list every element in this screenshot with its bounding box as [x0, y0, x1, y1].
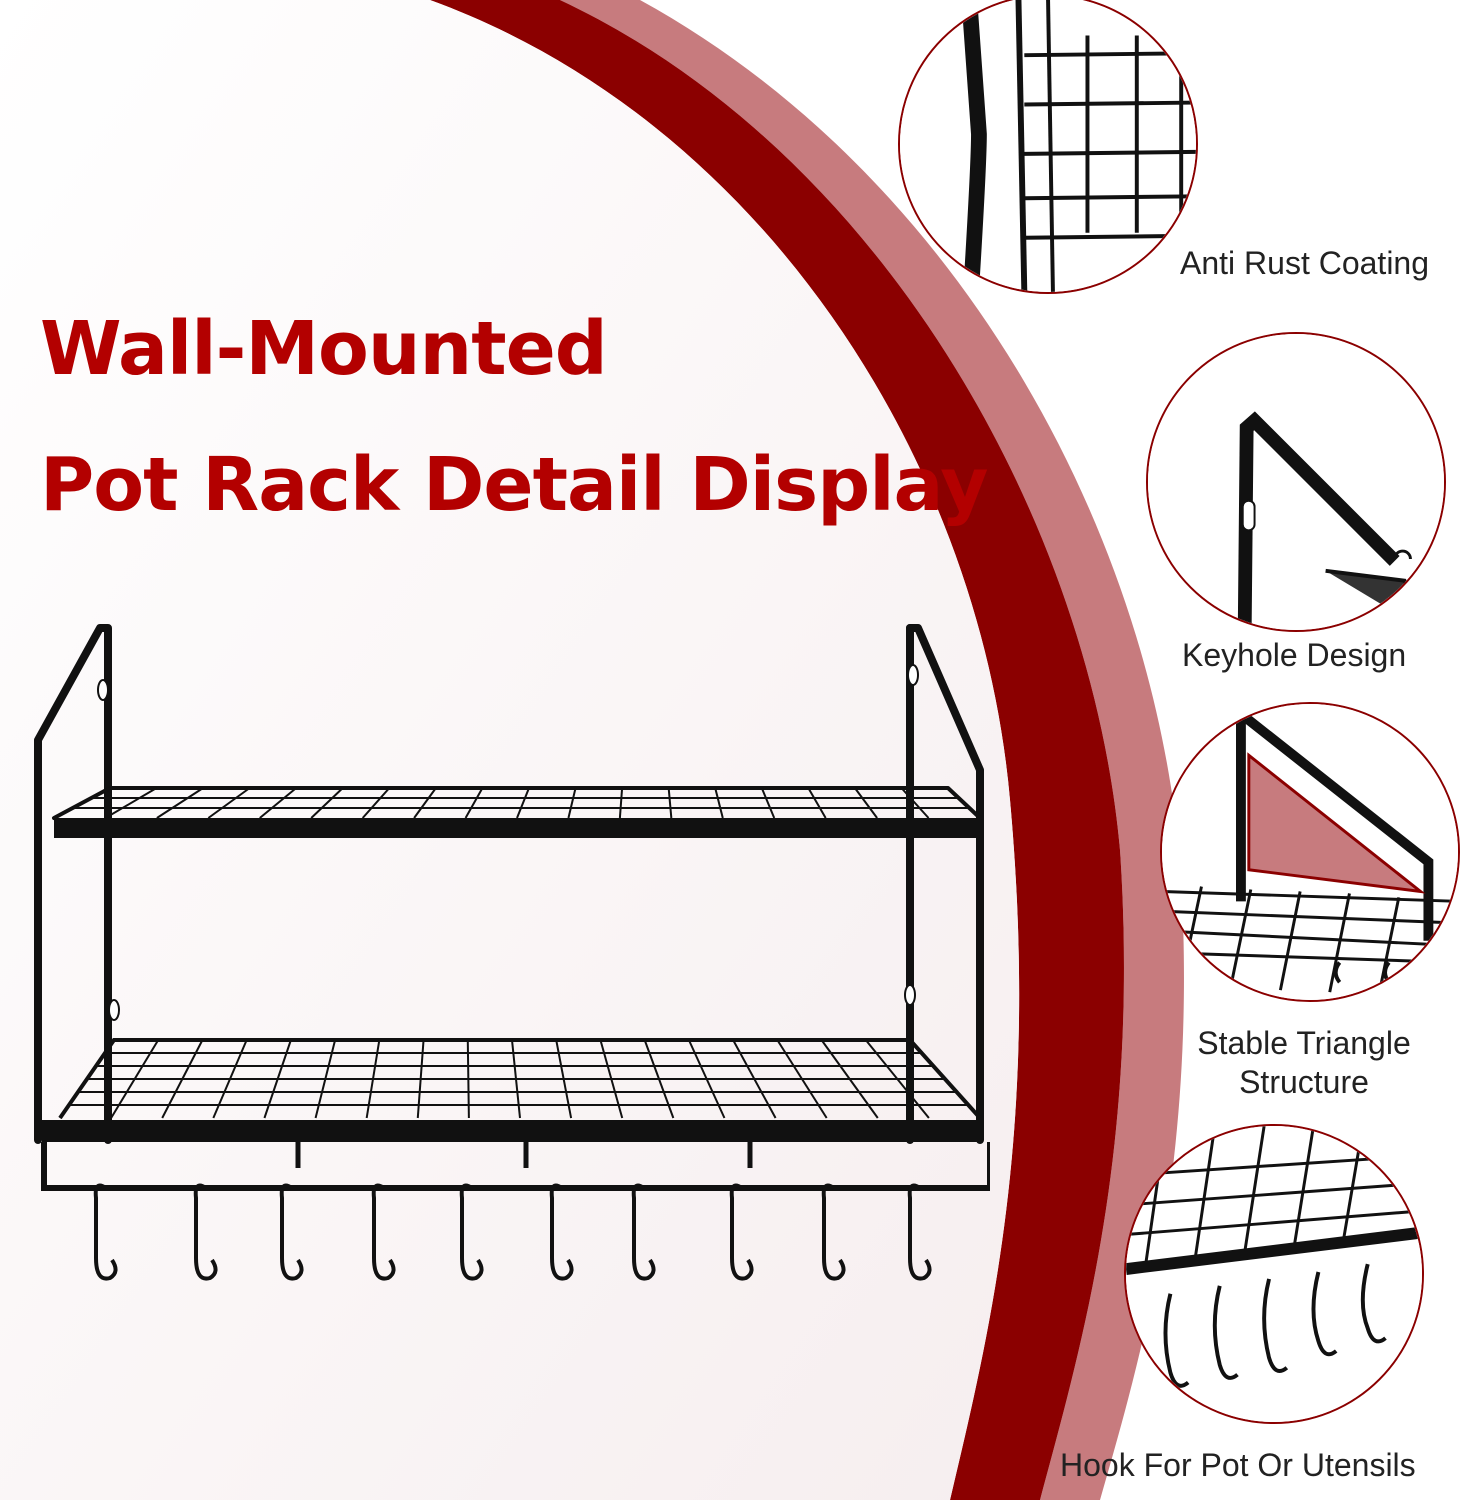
bottom-shelf	[41, 1038, 990, 1191]
feature-label-hooks: Hook For Pot Or Utensils	[1060, 1447, 1416, 1483]
s-hook	[279, 1183, 304, 1281]
top-grid-wire	[53, 787, 111, 819]
top-grid-wire	[464, 787, 484, 819]
feature-circle-triangle	[1160, 702, 1460, 1002]
top-grid-wire	[413, 787, 437, 819]
top-shelf-grid	[53, 787, 981, 819]
s-hooks-row	[93, 1183, 932, 1281]
headline-line-1: Wall-Mounted	[40, 306, 608, 392]
s-hook	[549, 1183, 574, 1281]
s-hooks-detail-icon	[1126, 1126, 1422, 1422]
top-grid-wire	[807, 787, 827, 819]
feature-circle-hooks	[1124, 1124, 1424, 1424]
feature-circle-keyhole	[1146, 332, 1446, 632]
top-grid-wire	[714, 787, 724, 819]
triangle-bracket-detail-icon	[1162, 704, 1458, 1000]
top-grid-wire	[207, 787, 251, 819]
feature-label-keyhole: Keyhole Design	[1182, 637, 1407, 673]
s-hook	[193, 1183, 218, 1281]
top-grid-wire	[259, 787, 297, 819]
s-hook	[93, 1183, 118, 1281]
s-hook	[729, 1183, 754, 1281]
s-hook	[459, 1183, 484, 1281]
top-grid-wire	[104, 787, 158, 819]
s-hook	[631, 1183, 656, 1281]
pot-rack-illustration	[34, 624, 990, 1281]
top-grid-wire	[156, 787, 204, 819]
s-hook	[371, 1183, 396, 1281]
grid-corner-detail-icon	[900, 0, 1196, 292]
s-hook	[907, 1183, 932, 1281]
s-hook	[821, 1183, 846, 1281]
top-grid-wire	[854, 787, 878, 819]
top-grid-wire	[567, 787, 577, 819]
feature-label-anti-rust: Anti Rust Coating	[1180, 245, 1430, 281]
keyhole-bracket-detail-icon	[1148, 334, 1444, 630]
top-grid-wire	[310, 787, 344, 819]
feature-label-triangle-text: Stable Triangle Structure	[1197, 1025, 1411, 1101]
top-grid-wire	[947, 787, 981, 819]
headline-line-2: Pot Rack Detail Display	[40, 442, 988, 528]
top-grid-wire	[667, 787, 673, 819]
top-grid-wire	[516, 787, 530, 819]
feature-circle-anti-rust	[898, 0, 1198, 294]
top-grid-wire	[618, 787, 624, 819]
bottom-shelf-grid	[59, 1039, 981, 1119]
feature-label-triangle: Stable Triangle Structure	[1176, 1024, 1432, 1102]
top-grid-wire	[900, 787, 930, 819]
top-grid-wire	[361, 787, 391, 819]
top-grid-wire	[760, 787, 776, 819]
